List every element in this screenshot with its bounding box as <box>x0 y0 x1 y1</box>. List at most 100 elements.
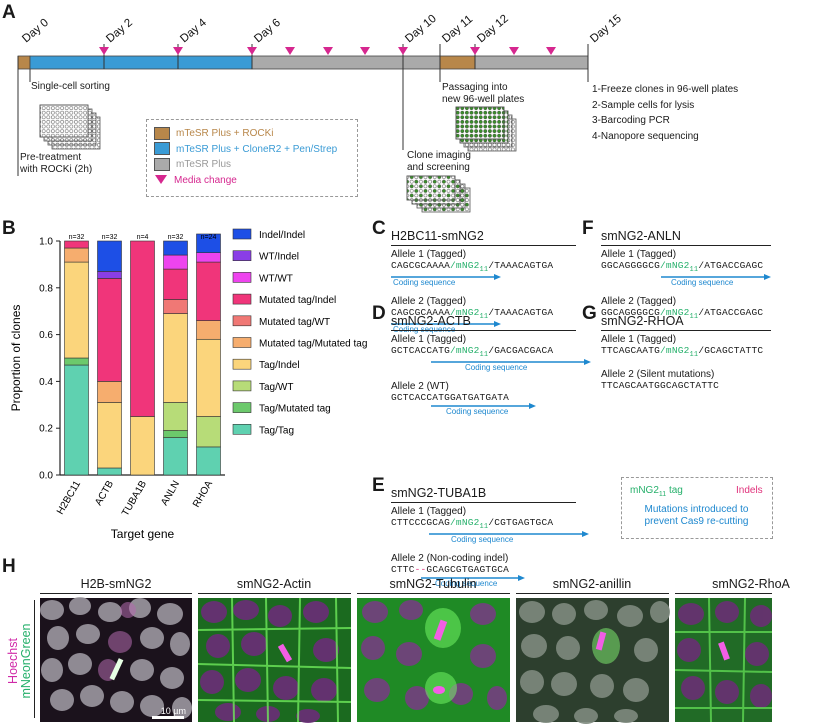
channel-side-label: Hoechst mNeonGreen <box>6 600 36 720</box>
category-label: ACTB <box>93 479 116 508</box>
note-pretreat-2: with ROCKi (2h) <box>20 164 93 175</box>
bar-segment <box>97 381 122 403</box>
seq-panel-g: smNG2-RHOA Allele 1 (Tagged) TTCAGCAATG/… <box>601 314 771 391</box>
y-tick-label: 0.4 <box>39 377 53 388</box>
bar-segment <box>64 364 89 476</box>
bar-segment <box>163 299 188 314</box>
coding-arrow: Coding sequence <box>391 530 589 544</box>
seq-panel-c: H2BC11-smNG2 Allele 1 (Tagged) CAGCGCAAA… <box>391 229 576 334</box>
legend-item-mtesr: mTeSR Plus <box>154 157 337 173</box>
seq-panel-f: smNG2-ANLN Allele 1 (Tagged) GGCAGGGGCG/… <box>601 229 771 321</box>
sequence-legend <box>621 477 773 539</box>
bar-segment <box>97 467 122 476</box>
timeline-segment-rocki-2 <box>439 55 476 70</box>
sequence: GGCAGGGGCG/mNG211/ATGACCGAGC <box>601 306 764 321</box>
panel-b-label: B <box>2 218 16 239</box>
micrograph-anillin-image <box>516 598 670 724</box>
note-imaging-1: Clone imaging <box>407 150 471 161</box>
micrograph-tubulin-image <box>357 598 510 722</box>
bar-segment <box>97 271 122 279</box>
legend-item-cloner: mTeSR Plus + CloneR2 + Pen/Strep <box>154 142 337 158</box>
allele-label: Allele 2 (Non-coding indel) <box>391 552 509 564</box>
y-tick-label: 1.0 <box>39 237 53 248</box>
n-label: n=24 <box>201 234 217 241</box>
allele-label: Allele 1 (Tagged) <box>391 506 467 517</box>
day-label-11: Day 11 <box>440 13 475 45</box>
n-label: n=32 <box>69 234 85 241</box>
sequence: TTCAGCAATG/mNG211/GCAGCTATTC <box>601 345 764 359</box>
sequence: TTCAGCAATGGCAGCTATTC <box>601 379 720 391</box>
category-label: H2BC11 <box>55 479 83 517</box>
timeline-segment-mtesr-1 <box>251 55 441 70</box>
note-passaging-2: new 96-well plates <box>442 94 525 105</box>
sequence: GCTCACCATG/mNG211/GACGACGACA <box>391 345 554 359</box>
day-label-4: Day 4 <box>178 16 209 45</box>
y-axis-title: Proportion of clones <box>9 305 23 412</box>
bar-segment <box>196 252 221 263</box>
panel-a-label: A <box>2 2 16 23</box>
swatch-cloner <box>154 142 170 156</box>
legend-swatch <box>232 358 252 370</box>
seq-panel-d: smNG2-ACTB Allele 1 (Tagged) GCTCACCATG/… <box>391 314 591 416</box>
y-tick-label: 0.0 <box>39 471 53 482</box>
allele-label: Allele 1 (Tagged) <box>601 334 677 345</box>
legend-label: WT/WT <box>259 273 293 284</box>
plates-passaging-icon <box>455 106 517 152</box>
scale-bar-label: 10 µm <box>160 706 186 716</box>
bar-segment <box>97 402 122 469</box>
panel-d-label: D <box>372 303 386 324</box>
coding-arrow: Coding sequence <box>391 273 576 287</box>
allele-label: Allele 1 (Tagged) <box>391 249 467 260</box>
note-sorting: Single-cell sorting <box>31 81 110 92</box>
day-label-2: Day 2 <box>104 17 135 46</box>
micrograph-actin-image <box>197 597 352 723</box>
micrograph-actin <box>197 597 352 723</box>
step-2: 2-Sample cells for lysis <box>592 99 695 111</box>
mneongreen-label: mNeonGreen <box>19 623 33 699</box>
bar-segment <box>196 261 221 321</box>
n-label: n=4 <box>137 234 149 241</box>
legend-swatch <box>232 250 252 262</box>
step-1: 1-Freeze clones in 96-well plates <box>592 84 739 95</box>
gene-title: smNG2-TUBA1B <box>391 486 487 500</box>
bar-segment <box>64 357 89 366</box>
legend-indels: Indels <box>736 485 763 496</box>
legend-label: WT/Indel <box>259 252 299 263</box>
timeline-segment-mtesr-2 <box>474 55 589 70</box>
micrograph-tubulin <box>357 598 510 722</box>
day-label-12: Day 12 <box>475 13 511 46</box>
gene-title: smNG2-RHOA <box>601 314 684 328</box>
arrow-icon <box>421 574 525 581</box>
n-label: n=32 <box>102 234 118 241</box>
arrow-icon <box>429 530 589 537</box>
micrograph-rhoa <box>674 597 773 723</box>
bar-segment <box>64 247 89 263</box>
x-axis-title: Target gene <box>111 527 175 541</box>
timeline-diagram: Day 0 Day 2 Day 4 Day 6 Day 10 Day 11 Da… <box>17 13 624 213</box>
legend-swatch <box>232 380 252 392</box>
bar-segment <box>163 254 188 270</box>
sequence: CTTC--GCAGCGTGAGTGCA <box>391 563 510 575</box>
image-title-anillin: smNG2-anillin <box>552 577 632 591</box>
y-tick-label: 0.6 <box>39 330 53 341</box>
step-4: 4-Nanopore sequencing <box>592 130 699 142</box>
media-legend <box>146 119 358 197</box>
micrograph-h2b: 10 µm <box>40 597 192 722</box>
legend-label: Tag/WT <box>259 382 293 393</box>
gene-title: smNG2-ACTB <box>391 314 471 328</box>
panel-g-label: G <box>582 303 597 324</box>
micrograph-rhoa-image <box>674 597 773 723</box>
legend-label: Tag/Indel <box>259 360 300 371</box>
arrow-icon <box>431 358 591 365</box>
panel-f-label: F <box>582 218 594 239</box>
bar-segment <box>97 240 122 272</box>
legend-label: Indel/Indel <box>259 230 305 241</box>
arrow-icon <box>431 402 536 409</box>
bar-segment <box>130 416 155 476</box>
gene-title: smNG2-ANLN <box>601 229 681 243</box>
swatch-mtesr <box>154 157 170 171</box>
legend-swatch <box>232 293 252 305</box>
allele-label: Allele 2 (Tagged) <box>601 295 677 307</box>
legend-label: Mutated tag/Indel <box>259 295 336 306</box>
